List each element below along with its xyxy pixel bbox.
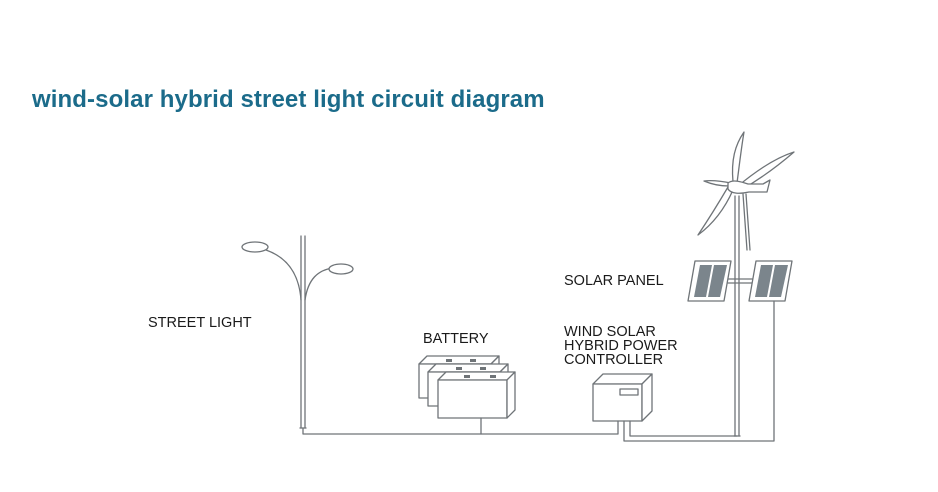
controller-label-line2: HYBRID POWER <box>564 338 678 354</box>
battery-icon <box>418 355 516 419</box>
controller-label-line1: WIND SOLAR <box>564 324 656 340</box>
solar-panel-label: SOLAR PANEL <box>564 273 664 289</box>
diagram-title: wind-solar hybrid street light circuit d… <box>32 86 545 113</box>
street-light-label: STREET LIGHT <box>148 315 252 331</box>
battery-label: BATTERY <box>423 331 489 347</box>
solar-panel-icon <box>687 260 793 302</box>
street-light-icon <box>241 235 354 429</box>
circuit-wiring <box>302 300 775 442</box>
wind-turbine-icon <box>697 131 795 437</box>
controller-icon <box>592 373 653 422</box>
controller-label-line3: CONTROLLER <box>564 352 664 368</box>
